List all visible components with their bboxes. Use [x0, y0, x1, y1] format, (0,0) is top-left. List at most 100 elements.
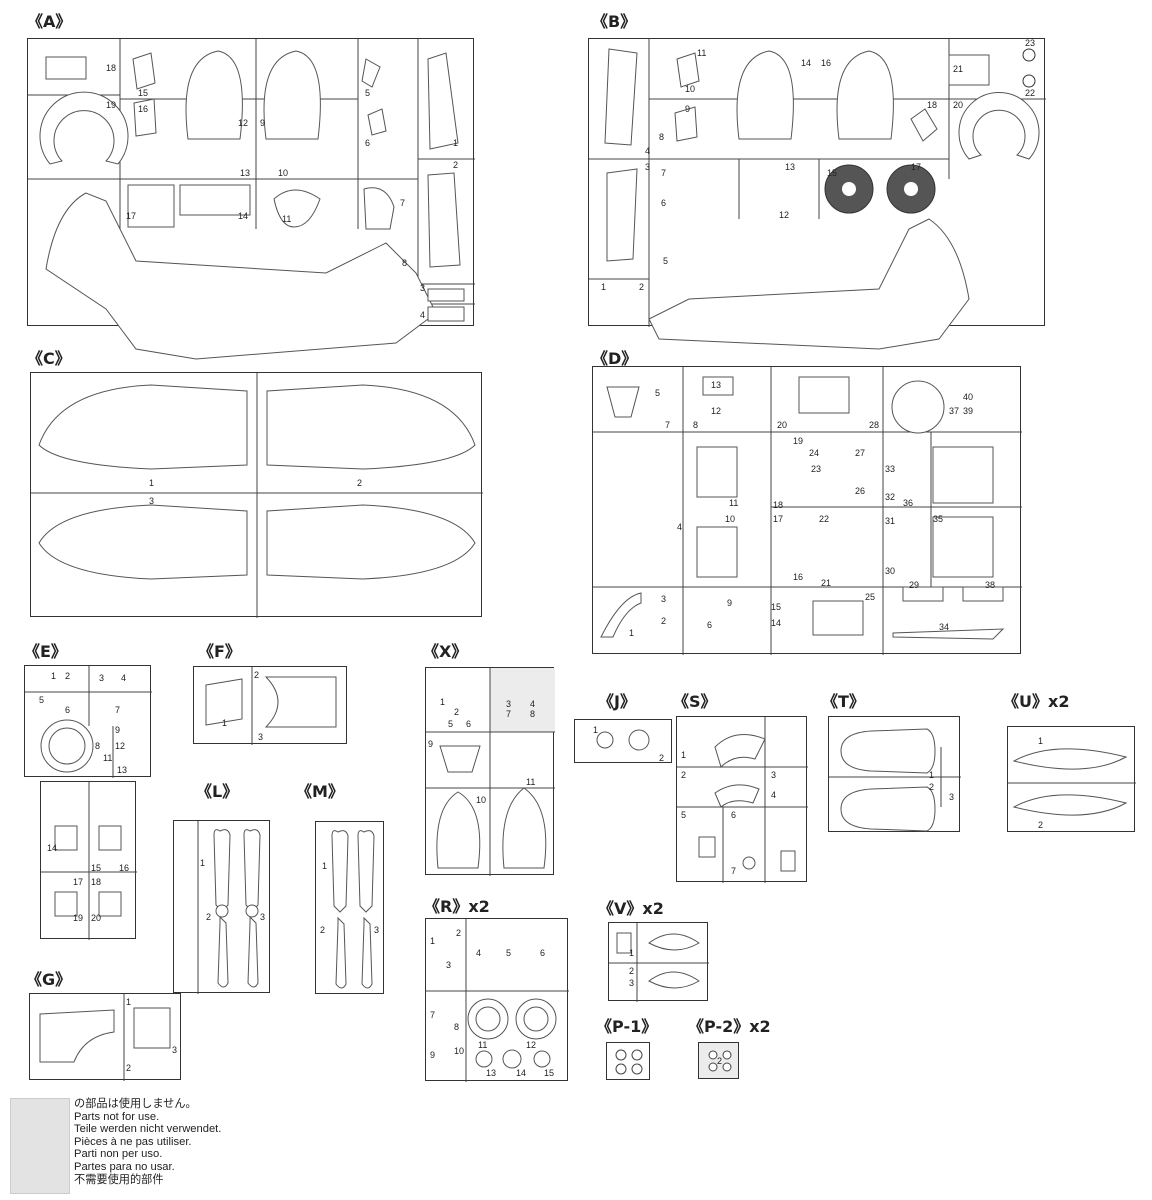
part-num: 5 [663, 256, 669, 266]
sprue-e-frame-top: 1 2 3 4 5 6 7 8 9 12 11 13 [24, 665, 152, 778]
sprue-x-label: 《X》 [423, 642, 468, 661]
sprue-u-parts [1008, 748, 1136, 816]
part-num: 4 [677, 522, 683, 532]
part-num: 5 [39, 695, 45, 705]
part-num: 4 [420, 310, 426, 320]
sprue-g-label: 《G》 [26, 970, 72, 989]
sprue-s-label: 《S》 [673, 692, 717, 711]
part-num: 19 [73, 913, 84, 923]
part-num: 26 [855, 486, 866, 496]
part-num: 5 [681, 810, 687, 820]
sprue-e-runners-bottom [41, 782, 137, 940]
part-num: 40 [963, 392, 974, 402]
legend-line-ja: の部品は使用しません。 [74, 1098, 197, 1110]
part-num: 27 [855, 448, 866, 458]
part-num: 4 [530, 699, 536, 709]
part-num: 1 [681, 750, 687, 760]
part-num: 10 [454, 1046, 465, 1056]
sprue-m-parts [331, 830, 375, 989]
part-num: 17 [126, 211, 137, 221]
sprue-g-parts [39, 994, 171, 1081]
part-num: 11 [526, 777, 536, 787]
sprue-l-frame: 1 2 3 [173, 820, 270, 994]
part-num: 7 [115, 705, 121, 715]
sprue-e-runners [25, 666, 152, 778]
part-num: 37 [949, 406, 960, 416]
part-num: 4 [645, 146, 651, 156]
part-num: 1 [51, 671, 57, 681]
sprue-u-frame: 1 2 [1007, 726, 1136, 832]
part-num: 2 [629, 966, 635, 976]
part-num: 4 [121, 673, 127, 683]
legend-line-fr: Pièces à ne pas utiliser. [74, 1135, 192, 1148]
sprue-f-runners [205, 667, 337, 745]
part-num: 2 [454, 707, 460, 717]
part-num: 3 [258, 732, 264, 742]
part-num: 3 [771, 770, 777, 780]
part-num: 1 [629, 948, 635, 958]
part-num: 39 [963, 406, 974, 416]
part-num: 2 [320, 925, 326, 935]
legend-line-de: Teile werden nicht verwendet. [74, 1123, 222, 1136]
part-num: 1 [149, 478, 155, 488]
part-num: 3 [949, 792, 955, 802]
part-num: 9 [685, 104, 691, 114]
part-num: 6 [540, 948, 546, 958]
sprue-r-label: 《R》x2 [424, 897, 490, 916]
part-num: 28 [869, 420, 880, 430]
part-num: 19 [106, 100, 117, 110]
sprue-c-runners [31, 373, 483, 618]
part-num: 14 [516, 1068, 527, 1078]
sprue-g-frame: 1 2 3 [29, 993, 181, 1081]
part-num: 5 [448, 719, 454, 729]
part-num: 2 [1038, 820, 1044, 830]
sprue-e-frame-bottom: 14 15 16 17 18 19 20 [40, 781, 137, 940]
part-num: 2 [357, 478, 363, 488]
part-num: 13 [711, 380, 722, 390]
unused-parts-swatch [10, 1098, 70, 1194]
part-num: 3 [661, 594, 667, 604]
part-num: 18 [927, 100, 938, 110]
sprue-a-runners [28, 39, 475, 360]
part-num: 4 [476, 948, 482, 958]
part-num: 23 [811, 464, 822, 474]
unused-parts-legend: の部品は使用しません。 Parts not for use. Teile wer… [74, 1098, 221, 1186]
part-num: 2 [661, 616, 667, 626]
part-num: 11 [478, 1040, 488, 1050]
part-num: 14 [771, 618, 782, 628]
part-num: 3 [420, 283, 426, 293]
part-num: 1 [593, 725, 599, 735]
part-num: 1 [440, 697, 446, 707]
part-num: 20 [953, 100, 964, 110]
sprue-b-frame: 11 10 9 14 16 23 21 22 18 20 8 4 3 13 17… [588, 38, 1046, 350]
part-num: 18 [773, 500, 784, 510]
part-num: 6 [466, 719, 472, 729]
part-num: 15 [91, 863, 102, 873]
part-num: 8 [530, 709, 536, 719]
part-num: 6 [365, 138, 371, 148]
part-num: 16 [821, 58, 832, 68]
part-num: 3 [149, 496, 155, 506]
sprue-j-parts [596, 729, 650, 751]
part-num: 12 [526, 1040, 537, 1050]
part-num: 1 [200, 858, 206, 868]
part-num: 29 [909, 580, 920, 590]
part-num: 11 [729, 498, 739, 508]
part-num: 9 [428, 739, 434, 749]
sprue-p1-parts [615, 1049, 643, 1075]
sprue-p2-parts [708, 1050, 732, 1072]
part-num: 1 [430, 936, 436, 946]
part-num: 10 [278, 168, 289, 178]
part-num: 7 [506, 709, 512, 719]
part-num: 35 [933, 514, 944, 524]
part-num: 32 [885, 492, 896, 502]
sprue-t-label: 《T》 [822, 692, 865, 711]
legend-line-zh: 不需要使用的部件 [74, 1173, 164, 1186]
part-num: 6 [707, 620, 713, 630]
part-num: 13 [785, 162, 796, 172]
part-num: 2 [659, 753, 665, 763]
part-num: 30 [885, 566, 896, 576]
sprue-l-parts [197, 821, 261, 994]
part-num: 17 [911, 162, 922, 172]
part-num: 20 [777, 420, 788, 430]
